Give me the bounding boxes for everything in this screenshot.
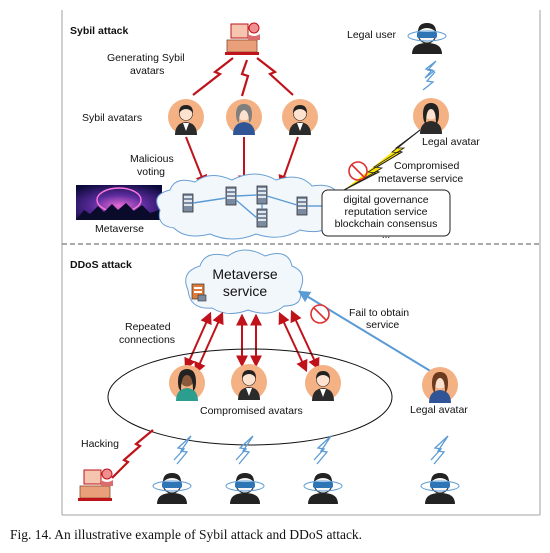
prohibited-icon	[310, 304, 330, 324]
generating-sybil-label-line2: avatars	[130, 65, 164, 77]
vr-user-icon	[303, 472, 343, 505]
repeated-connection-arrow	[290, 309, 320, 371]
avatar-icon	[167, 98, 205, 136]
malicious-voting-label-line1: Malicious	[130, 153, 174, 165]
server-icon	[296, 196, 308, 216]
generating-sybil-label-line1: Generating Sybil	[107, 52, 185, 64]
compromised-service-label-line2: metaverse service	[378, 173, 463, 185]
fail-request-arrow	[297, 290, 433, 373]
vr-user-icon	[420, 472, 460, 505]
server-icon	[182, 193, 194, 213]
avatar-icon	[281, 98, 319, 136]
lightning-icon	[256, 57, 294, 96]
vr-user-icon	[407, 22, 447, 55]
avatar-icon	[422, 367, 458, 403]
server-link	[235, 199, 258, 219]
avatar-icon	[169, 365, 205, 401]
server-link	[235, 194, 258, 197]
sybil-avatars-label: Sybil avatars	[82, 112, 142, 124]
service-item: digital governance	[343, 194, 428, 206]
server-icon	[191, 283, 207, 302]
hacking-label: Hacking	[81, 438, 119, 450]
compromised-group-ellipse	[107, 348, 393, 446]
figure-caption: Fig. 14. An illustrative example of Sybi…	[10, 527, 363, 542]
ddos-section-title: DDoS attack	[70, 259, 132, 271]
wireless-signal-icon	[173, 435, 192, 465]
server-icon	[256, 208, 268, 228]
legal-avatar-label: Legal avatar	[422, 136, 480, 148]
vr-user-icon	[152, 472, 192, 505]
hacker-icon	[224, 22, 261, 56]
server-icon	[256, 185, 268, 205]
fail-to-obtain-label-line1: Fail to obtain	[349, 307, 409, 319]
lightning-icon	[111, 429, 154, 479]
malicious-vote-arrow	[278, 136, 299, 188]
malicious-vote-arrow	[185, 136, 208, 188]
metaverse-service-label-line1: Metaverse	[212, 266, 278, 282]
cloud-icon	[185, 249, 304, 314]
avatar-icon	[230, 363, 268, 401]
server-link	[266, 195, 298, 206]
server-icon	[225, 186, 237, 206]
repeated-connection-arrow	[278, 311, 308, 373]
lightning-icon	[192, 57, 234, 96]
server-link	[192, 197, 227, 204]
wireless-signal-icon	[313, 435, 332, 465]
repeated-connection-arrow	[184, 311, 212, 371]
services-box	[321, 189, 451, 237]
wireless-signal-icon	[422, 60, 437, 91]
metaverse-service-label-line2: service	[223, 283, 268, 299]
service-item-more: ...	[382, 230, 390, 241]
legal-avatar-label-ddos: Legal avatar	[410, 404, 468, 416]
lightning-icon	[240, 59, 250, 97]
service-item: reputation service	[345, 206, 428, 218]
lightning-icon	[343, 129, 421, 191]
repeated-connections-label-line2: connections	[119, 334, 175, 346]
legal-user-label: Legal user	[347, 29, 397, 41]
compromised-service-label-line1: Compromised	[394, 160, 460, 172]
hacker-icon	[77, 468, 114, 502]
repeated-connection-arrow	[194, 311, 224, 375]
vr-user-icon	[225, 472, 265, 505]
metaverse-label: Metaverse	[95, 223, 144, 235]
service-item: blockchain consensus	[335, 218, 438, 230]
fail-to-obtain-label-line2: service	[366, 319, 399, 331]
metaverse-image	[76, 185, 162, 220]
repeated-connections-label-line1: Repeated	[125, 321, 171, 333]
malicious-voting-label-line2: voting	[137, 166, 165, 178]
avatar-icon	[413, 98, 449, 134]
prohibited-icon	[348, 161, 368, 181]
sybil-section-title: Sybil attack	[70, 25, 129, 37]
compromised-avatars-label: Compromised avatars	[200, 405, 303, 417]
wireless-signal-icon	[235, 435, 254, 465]
avatar-icon	[304, 364, 342, 402]
avatar-icon	[226, 99, 262, 135]
wireless-signal-icon	[430, 435, 449, 465]
